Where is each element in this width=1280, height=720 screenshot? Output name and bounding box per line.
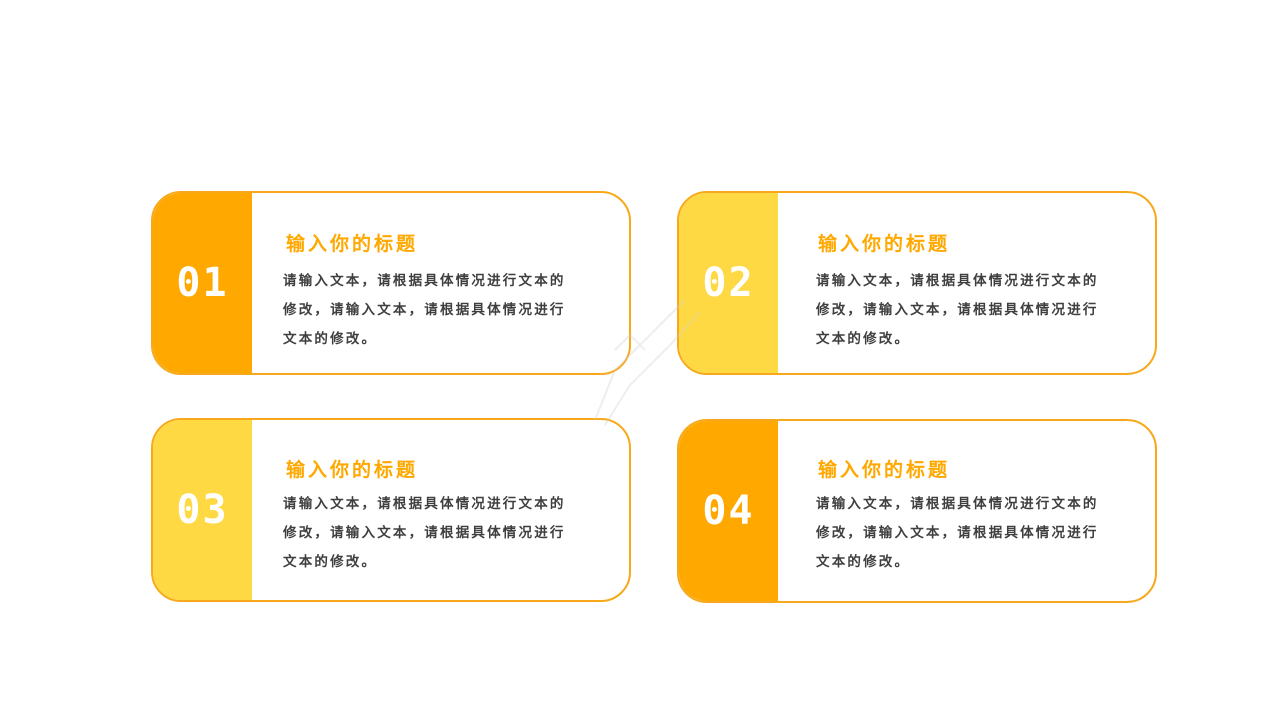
card-body: 请输入文本，请根据具体情况进行文本的 修改，请输入文本，请根据具体情况进行 文本… (816, 267, 1116, 354)
card-01: 01 输入你的标题 请输入文本，请根据具体情况进行文本的 修改，请输入文本，请根… (151, 191, 631, 375)
body-line: 请输入文本，请根据具体情况进行文本的 (816, 273, 1099, 289)
number-block: 02 (679, 193, 778, 373)
card-number: 02 (702, 260, 755, 306)
card-body: 请输入文本，请根据具体情况进行文本的 修改，请输入文本，请根据具体情况进行 文本… (283, 267, 583, 354)
card-number: 03 (176, 487, 229, 533)
body-line: 请输入文本，请根据具体情况进行文本的 (283, 273, 566, 289)
body-line: 修改，请输入文本，请根据具体情况进行 (283, 525, 566, 541)
card-title: 输入你的标题 (286, 459, 419, 481)
body-line: 修改，请输入文本，请根据具体情况进行 (283, 302, 566, 318)
number-block: 01 (153, 193, 252, 373)
card-title: 输入你的标题 (286, 233, 419, 255)
card-title: 输入你的标题 (818, 459, 951, 481)
card-number: 01 (176, 260, 229, 306)
card-03: 03 输入你的标题 请输入文本，请根据具体情况进行文本的 修改，请输入文本，请根… (151, 418, 631, 602)
body-line: 文本的修改。 (283, 554, 378, 570)
card-body: 请输入文本，请根据具体情况进行文本的 修改，请输入文本，请根据具体情况进行 文本… (283, 490, 583, 577)
body-line: 请输入文本，请根据具体情况进行文本的 (816, 496, 1099, 512)
body-line: 修改，请输入文本，请根据具体情况进行 (816, 302, 1099, 318)
body-line: 文本的修改。 (283, 331, 378, 347)
body-line: 文本的修改。 (816, 554, 911, 570)
card-04: 04 输入你的标题 请输入文本，请根据具体情况进行文本的 修改，请输入文本，请根… (677, 419, 1157, 603)
number-block: 04 (679, 421, 778, 601)
card-body: 请输入文本，请根据具体情况进行文本的 修改，请输入文本，请根据具体情况进行 文本… (816, 490, 1116, 577)
body-line: 请输入文本，请根据具体情况进行文本的 (283, 496, 566, 512)
card-02: 02 输入你的标题 请输入文本，请根据具体情况进行文本的 修改，请输入文本，请根… (677, 191, 1157, 375)
body-line: 修改，请输入文本，请根据具体情况进行 (816, 525, 1099, 541)
body-line: 文本的修改。 (816, 331, 911, 347)
number-block: 03 (153, 420, 252, 600)
card-number: 04 (702, 488, 755, 534)
card-title: 输入你的标题 (818, 233, 951, 255)
